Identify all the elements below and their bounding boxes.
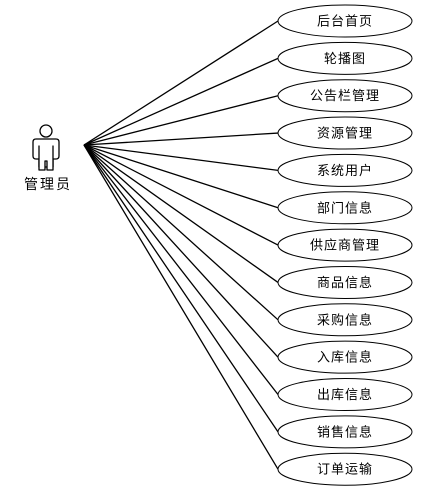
use-case-ellipse <box>277 116 413 150</box>
use-case-label: 采购信息 <box>317 312 373 328</box>
use-case-label: 公告栏管理 <box>310 89 380 104</box>
association-line-sales <box>83 144 279 433</box>
use-case-department: 部门信息 <box>277 191 413 225</box>
use-case-order-shipping: 订单运输 <box>277 452 413 486</box>
association-line-department <box>83 144 279 209</box>
use-case-ellipse <box>277 4 413 38</box>
use-case-ellipse <box>277 153 413 187</box>
use-case-group: 后台首页轮播图公告栏管理资源管理系统用户部门信息供应商管理商品信息采购信息入库信… <box>277 4 413 486</box>
use-case-product: 商品信息 <box>277 265 413 299</box>
use-case-label: 后台首页 <box>317 15 373 30</box>
actor-label: 管理员 <box>24 177 72 193</box>
association-line-system-users <box>83 144 279 172</box>
use-case-ellipse <box>277 41 413 75</box>
association-lines <box>83 20 279 470</box>
use-case-label: 轮播图 <box>324 52 366 67</box>
use-case-ellipse <box>277 378 413 411</box>
use-case-notice-board: 公告栏管理 <box>277 79 413 113</box>
use-case-ellipse <box>277 265 413 299</box>
use-case-ellipse <box>277 452 413 486</box>
association-line-supplier <box>83 144 279 246</box>
actor: 管理员 <box>24 124 72 193</box>
use-case-label: 入库信息 <box>317 350 373 366</box>
use-case-ellipse <box>277 228 413 262</box>
use-case-ellipse <box>277 415 413 449</box>
use-case-label: 销售信息 <box>317 424 373 440</box>
use-case-label: 资源管理 <box>317 127 373 142</box>
use-case-stock-in: 入库信息 <box>277 340 413 374</box>
association-line-carousel <box>83 57 279 146</box>
use-case-ellipse <box>277 340 413 374</box>
use-case-ellipse <box>277 191 413 225</box>
association-line-stock-out <box>83 144 279 395</box>
association-line-order-shipping <box>83 144 279 470</box>
use-case-label: 部门信息 <box>317 200 373 216</box>
use-case-ellipse <box>277 79 413 113</box>
use-case-system-users: 系统用户 <box>277 153 413 187</box>
use-case-label: 订单运输 <box>317 462 373 478</box>
association-line-notice-board <box>83 95 279 146</box>
actor-person-icon <box>32 124 60 171</box>
use-case-stock-out: 出库信息 <box>277 378 413 411</box>
use-case-purchase: 采购信息 <box>277 303 413 337</box>
use-case-label: 出库信息 <box>317 387 373 403</box>
use-case-ellipse <box>277 303 413 337</box>
use-case-resources: 资源管理 <box>277 116 413 150</box>
use-case-carousel: 轮播图 <box>277 41 413 75</box>
association-line-stock-in <box>83 144 279 358</box>
use-case-label: 商品信息 <box>317 275 373 291</box>
association-line-resources <box>83 132 279 146</box>
use-case-sales: 销售信息 <box>277 415 413 449</box>
use-case-label: 供应商管理 <box>310 238 380 254</box>
association-line-product <box>83 144 279 283</box>
association-line-purchase <box>83 144 279 321</box>
association-line-dashboard <box>83 20 279 146</box>
use-case-dashboard: 后台首页 <box>277 4 413 38</box>
use-case-supplier: 供应商管理 <box>277 228 413 262</box>
use-case-label: 系统用户 <box>317 163 373 179</box>
